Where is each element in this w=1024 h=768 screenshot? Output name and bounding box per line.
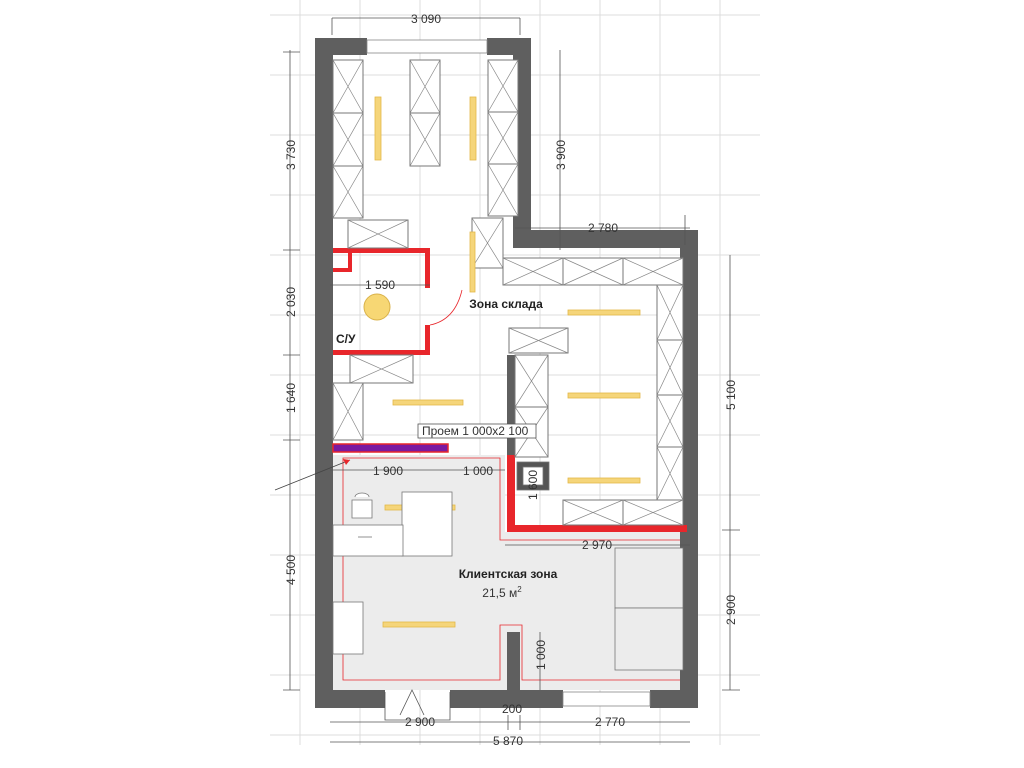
entrance-door [384, 689, 451, 721]
client-zone-label: Клиентская зона [459, 567, 558, 581]
shelf-unit [508, 327, 569, 354]
dim-bottom-left: 2 900 [405, 715, 435, 729]
client-zone-area: 21,5 м2 [482, 585, 522, 600]
dim-wc-width: 1 590 [365, 278, 395, 292]
dim-client-door: 1 000 [463, 464, 493, 478]
dimension-lines [283, 17, 740, 743]
shelf-unit [622, 257, 684, 286]
shelving-units [332, 59, 684, 526]
dim-bottom-right: 2 770 [595, 715, 625, 729]
ceiling-light [363, 293, 391, 321]
shelf-unit [409, 59, 441, 114]
shelf-unit [487, 111, 519, 165]
bathroom-partition [333, 248, 430, 355]
shelf-unit [332, 59, 364, 114]
red-partition-wall [507, 455, 687, 532]
shelf-unit [347, 219, 409, 249]
dim-left-middle: 2 030 [284, 287, 298, 317]
bathroom-label: С/У [336, 332, 356, 346]
shelf-unit [656, 394, 684, 448]
dim-left-top: 3 730 [284, 140, 298, 170]
shelf-unit [656, 284, 684, 341]
dim-counter-width: 2 970 [582, 538, 612, 552]
dim-top-width: 3 090 [411, 12, 441, 26]
shelf-unit [332, 165, 364, 219]
dim-bottom-stub: 200 [502, 702, 522, 716]
dim-left-lower: 1 640 [284, 383, 298, 413]
dim-total-width: 5 870 [493, 734, 523, 748]
shelf-unit [487, 163, 519, 217]
opening-label: Проем 1 000х2 100 [422, 424, 529, 438]
shelf-unit [514, 354, 549, 408]
dim-stub-depth: 1 000 [534, 640, 548, 670]
dim-right-upper: 5 100 [724, 380, 738, 410]
shelf-unit [332, 112, 364, 167]
bottom-window [562, 691, 651, 707]
shelf-unit [409, 112, 441, 167]
top-window [366, 39, 488, 54]
shelf-unit [562, 499, 624, 526]
door-arrow [274, 459, 351, 491]
opening-label-box [417, 423, 537, 439]
shelf-unit [487, 59, 519, 113]
dim-inner-height: 3 900 [554, 140, 568, 170]
dim-left-bottom: 4 500 [284, 555, 298, 585]
bathroom-door-swing [429, 289, 463, 326]
shelf-unit [471, 217, 504, 269]
client-zone-boundary [342, 457, 687, 681]
furniture [332, 461, 684, 671]
shelf-unit [656, 339, 684, 396]
storage-zone-label: Зона склада [469, 297, 543, 311]
shelf-unit [502, 257, 564, 286]
dim-right-lower: 2 900 [724, 595, 738, 625]
shelf-unit [349, 354, 414, 384]
shelf-unit [622, 499, 684, 526]
dim-partition: 1 600 [526, 470, 540, 500]
dim-client-left: 1 900 [373, 464, 403, 478]
shelf-unit [332, 382, 364, 441]
shelf-unit [562, 257, 624, 286]
shelf-unit [656, 446, 684, 501]
purple-partition [332, 443, 449, 453]
dim-step-width: 2 780 [588, 221, 618, 235]
